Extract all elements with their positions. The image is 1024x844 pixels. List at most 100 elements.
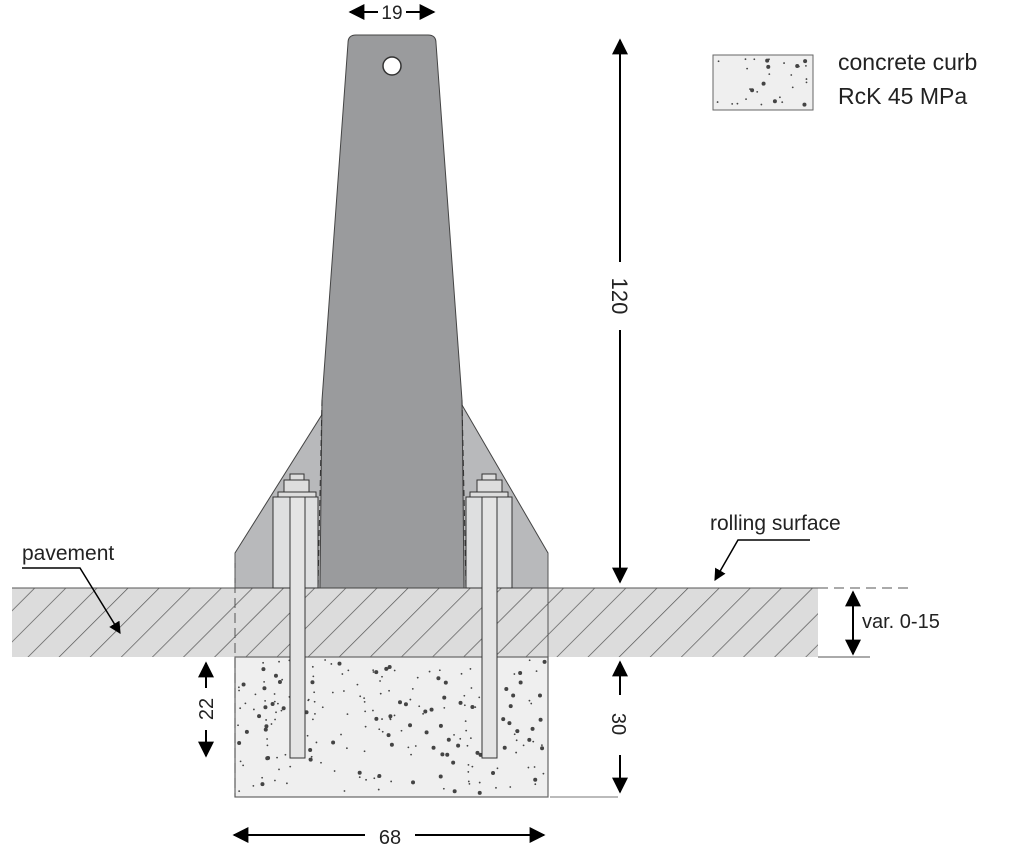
rolling-surface-label: rolling surface — [710, 512, 841, 535]
concrete-speck — [478, 696, 481, 699]
concrete-speck — [389, 718, 392, 721]
concrete-speck — [310, 755, 313, 758]
concrete-speck — [372, 671, 375, 673]
concrete-speck — [766, 64, 771, 69]
concrete-speck — [263, 680, 266, 683]
concrete-speck — [513, 733, 516, 736]
concrete-curb — [234, 656, 549, 798]
concrete-speck — [436, 676, 441, 681]
concrete-speck — [244, 702, 247, 705]
pavement-layer — [12, 588, 818, 657]
concrete-speck — [411, 780, 416, 785]
concrete-speck — [731, 103, 734, 105]
concrete-speck — [409, 698, 412, 701]
concrete-speck — [387, 664, 392, 669]
right-anchor-bolt — [481, 496, 498, 759]
concrete-speck — [264, 700, 267, 702]
concrete-speck — [312, 718, 314, 721]
concrete-speck — [429, 707, 434, 712]
concrete-speck — [746, 67, 749, 70]
concrete-speck — [798, 65, 800, 68]
post-hole — [382, 56, 402, 76]
concrete-speck — [261, 776, 264, 779]
concrete-speck — [359, 695, 362, 698]
concrete-speck — [308, 748, 313, 753]
concrete-speck — [507, 721, 512, 726]
concrete-speck — [463, 694, 466, 697]
concrete-speck — [363, 750, 366, 753]
concrete-speck — [343, 690, 345, 692]
dim-pavement-thickness: var. 0-15 — [862, 611, 940, 633]
concrete-speck — [534, 783, 537, 786]
concrete-speck — [781, 101, 784, 104]
concrete-speck — [504, 687, 509, 692]
concrete-speck — [289, 765, 292, 768]
concrete-speck — [379, 680, 381, 682]
concrete-speck — [333, 770, 336, 772]
concrete-speck — [414, 745, 417, 747]
concrete-speck — [389, 742, 394, 747]
concrete-speck — [760, 103, 763, 106]
concrete-speck — [381, 718, 383, 720]
concrete-speck — [331, 691, 334, 694]
concrete-speck — [274, 718, 276, 721]
dim-anchor-depth: 22 — [196, 698, 218, 720]
concrete-speck — [442, 695, 447, 700]
concrete-speck — [244, 729, 249, 734]
concrete-speck — [343, 790, 346, 792]
concrete-speck — [378, 728, 381, 731]
concrete-speck — [803, 59, 808, 64]
concrete-speck — [381, 675, 383, 678]
concrete-speck — [281, 706, 286, 711]
concrete-speck — [467, 780, 470, 783]
concrete-speck — [278, 768, 280, 771]
concrete-speck — [750, 88, 755, 93]
legend-line-1: concrete curb — [838, 49, 977, 75]
concrete-speck — [791, 86, 794, 89]
concrete-speck — [491, 770, 496, 775]
concrete-speck — [377, 788, 380, 791]
concrete-speck — [304, 710, 309, 715]
concrete-speck — [346, 747, 348, 750]
concrete-speck — [365, 778, 367, 781]
concrete-speck — [509, 786, 512, 788]
concrete-speck — [470, 705, 475, 710]
concrete-speck — [511, 693, 516, 698]
dim-height: 120 — [607, 278, 632, 315]
concrete-speck — [424, 730, 429, 735]
concrete-speck — [239, 760, 242, 763]
concrete-speck — [280, 709, 283, 712]
concrete-speck — [390, 780, 393, 783]
concrete-speck — [237, 741, 242, 746]
concrete-speck — [393, 714, 396, 717]
concrete-speck — [275, 711, 277, 714]
concrete-speck — [470, 687, 473, 689]
concrete-speck — [515, 729, 520, 734]
concrete-speck — [538, 717, 543, 722]
concrete-speck — [423, 709, 428, 714]
concrete-speck — [527, 766, 530, 769]
concrete-speck — [274, 779, 276, 782]
concrete-speck — [381, 730, 384, 733]
concrete-speck — [330, 663, 333, 665]
legend-line-2: RcK 45 MPa — [838, 83, 967, 109]
concrete-speck — [495, 786, 497, 789]
concrete-speck — [252, 708, 255, 711]
concrete-speck — [515, 739, 518, 742]
concrete-speck — [307, 699, 310, 702]
concrete-speck — [464, 720, 467, 723]
concrete-speck — [443, 680, 448, 685]
concrete-speck — [273, 673, 278, 678]
concrete-speck — [273, 693, 276, 695]
concrete-speck — [471, 765, 474, 768]
concrete-speck — [266, 738, 268, 740]
concrete-speck — [237, 686, 240, 689]
concrete-speck — [756, 91, 759, 93]
concrete-speck — [442, 787, 445, 790]
concrete-speck — [446, 737, 451, 742]
concrete-speck — [357, 770, 362, 775]
concrete-speck — [466, 744, 469, 747]
concrete-speck — [527, 737, 532, 742]
concrete-speck — [363, 700, 366, 703]
